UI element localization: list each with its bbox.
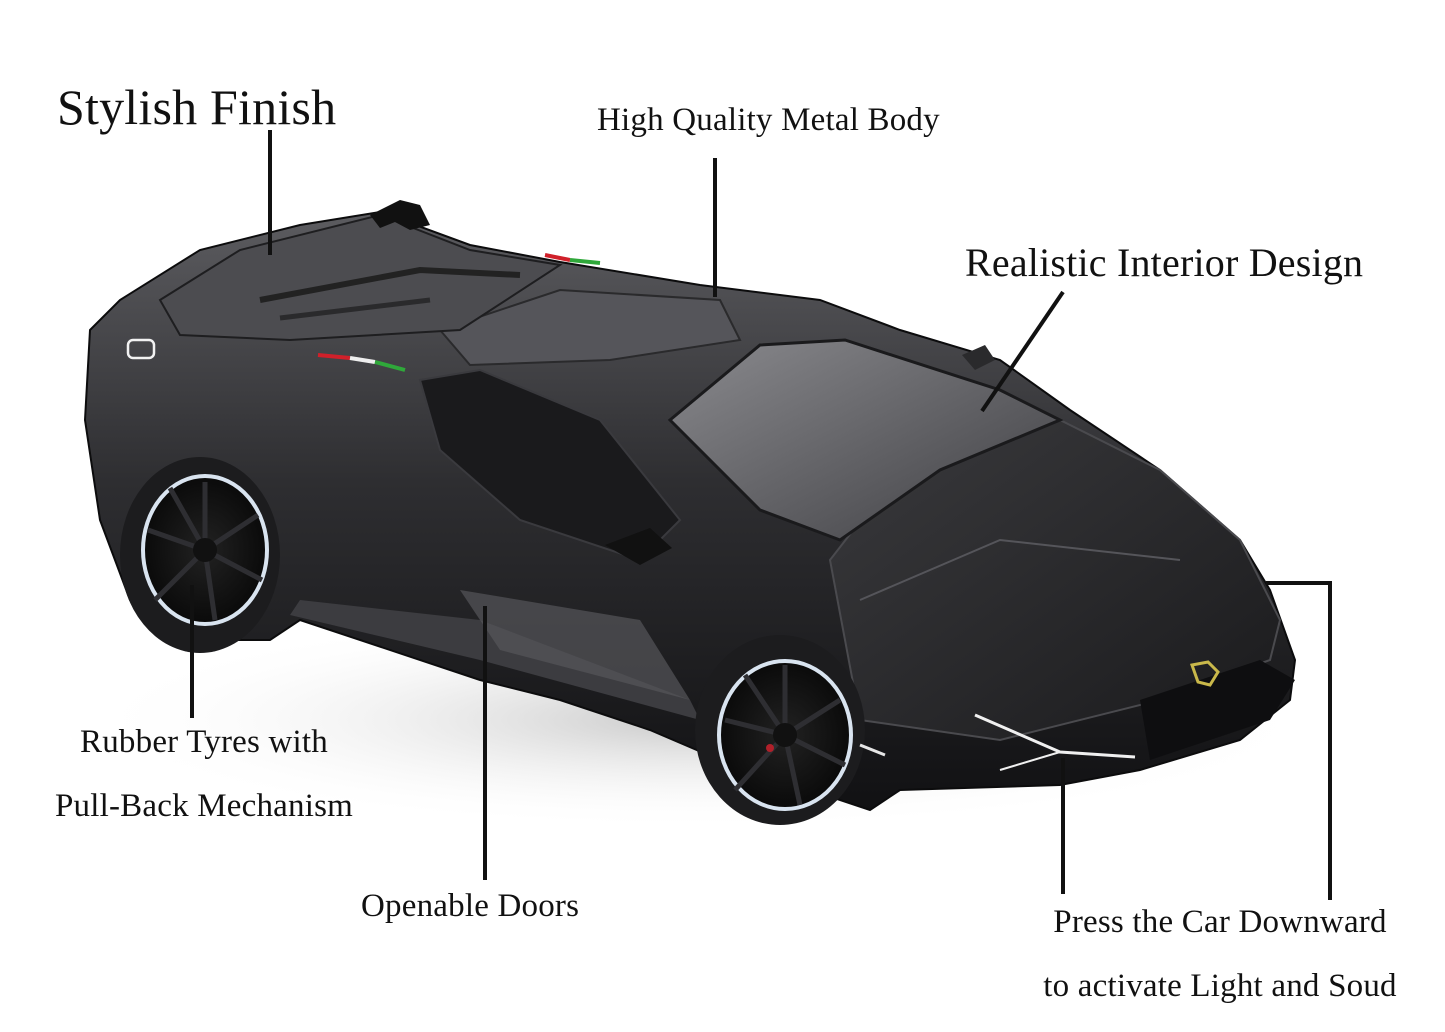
car-windshield xyxy=(667,338,1064,542)
callout-label-tyres: Rubber Tyres with Pull-Back Mechanism xyxy=(34,710,374,838)
callout-lines xyxy=(190,130,1332,900)
callout-label-light-sound-line-1: Press the Car Downward xyxy=(1053,904,1387,940)
callout-label-tyres-line-1: Rubber Tyres with xyxy=(80,724,328,760)
front-wheel xyxy=(695,635,865,825)
bull-shield-badge-icon xyxy=(1190,660,1220,687)
callout-line-interior xyxy=(980,290,1065,413)
rear-wheel xyxy=(120,457,280,653)
callout-label-interior: Realistic Interior Design xyxy=(965,240,1364,285)
callout-label-doors: Openable Doors xyxy=(361,888,580,924)
car-roof-panel xyxy=(438,288,742,367)
car-mirror xyxy=(605,528,672,565)
callout-label-light-sound: Press the Car Downward to activate Light… xyxy=(1020,890,1420,1018)
callout-label-tyres-line-2: Pull-Back Mechanism xyxy=(55,788,353,824)
callout-label-stylish-finish: Stylish Finish xyxy=(57,79,337,135)
car-engine-cover xyxy=(158,213,563,342)
callout-label-metal-body: High Quality Metal Body xyxy=(597,102,940,138)
car-rear-wing xyxy=(370,200,430,230)
callout-line-light-sound xyxy=(1266,581,1332,900)
callout-label-light-sound-line-2: to activate Light and Soud xyxy=(1043,968,1397,1004)
eb-logo-icon xyxy=(126,338,156,360)
